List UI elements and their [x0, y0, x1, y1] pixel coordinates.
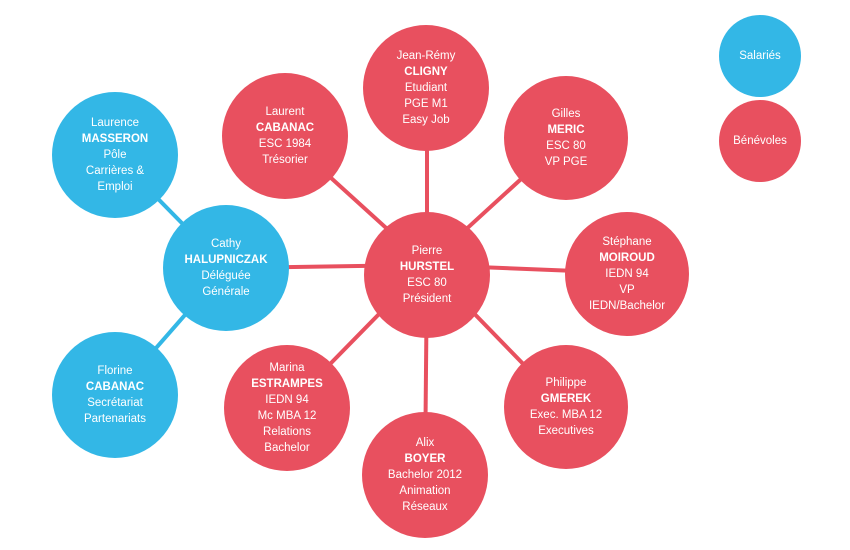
last-name: MERIC — [547, 124, 585, 136]
node-gmerek: Philippe GMEREK Exec. MBA 12 Executives — [504, 345, 628, 469]
first-name: Cathy — [210, 238, 242, 250]
detail-line: Executives — [538, 425, 594, 437]
first-name: Florine — [97, 365, 133, 377]
detail-line: Bachelor — [264, 442, 310, 454]
first-name: Laurence — [91, 117, 139, 129]
detail-line: Générale — [202, 286, 250, 298]
detail-line: IEDN 94 — [265, 394, 309, 406]
last-name: CLIGNY — [404, 66, 448, 78]
last-name: ESTRAMPES — [251, 378, 323, 390]
last-name: MOIROUD — [599, 252, 655, 264]
first-name: Jean-Rémy — [396, 50, 456, 62]
detail-line: Etudiant — [404, 82, 448, 94]
detail-line: Easy Job — [402, 114, 450, 126]
node-hurstel: Pierre HURSTEL ESC 80 Président — [364, 212, 490, 338]
detail-line: IEDN/Bachelor — [588, 300, 666, 312]
first-name: Gilles — [551, 108, 581, 120]
last-name: BOYER — [404, 453, 446, 465]
detail-line: Animation — [399, 485, 451, 497]
node-masseron: Laurence MASSERON Pôle Carrières & Emplo… — [52, 92, 178, 218]
detail-line: Bachelor 2012 — [387, 469, 463, 481]
node-meric: Gilles MERIC ESC 80 VP PGE — [504, 76, 628, 200]
detail-line: Pôle — [103, 149, 127, 161]
detail-line: Carrières & — [85, 165, 145, 177]
detail-line: Trésorier — [262, 154, 308, 166]
detail-line: Emploi — [97, 181, 133, 193]
detail-line: PGE M1 — [404, 98, 448, 110]
legend-salaries-label: Salariés — [739, 50, 781, 62]
node-cligny: Jean-Rémy CLIGNY Etudiant PGE M1 Easy Jo… — [363, 25, 489, 151]
first-name: Stéphane — [602, 236, 652, 248]
node-cabanac-laurent: Laurent CABANAC ESC 1984 Trésorier — [222, 73, 348, 199]
last-name: HALUPNICZAK — [184, 254, 268, 266]
first-name: Laurent — [265, 106, 305, 118]
first-name: Philippe — [545, 377, 587, 389]
last-name: MASSERON — [81, 133, 149, 145]
detail-line: ESC 80 — [407, 277, 447, 289]
legend-benevoles-label: Bénévoles — [733, 135, 787, 147]
detail-line: ESC 80 — [546, 140, 586, 152]
detail-line: ESC 1984 — [258, 138, 312, 150]
detail-line: VP PGE — [544, 156, 588, 168]
detail-line: Secrétariat — [87, 397, 143, 409]
detail-line: Réseaux — [402, 501, 448, 513]
detail-line: Exec. MBA 12 — [529, 409, 603, 421]
detail-line: Relations — [263, 426, 311, 438]
detail-line: IEDN 94 — [605, 268, 649, 280]
detail-line: VP — [619, 284, 635, 296]
node-boyer: Alix BOYER Bachelor 2012 Animation Résea… — [362, 412, 488, 538]
node-halupniczak: Cathy HALUPNICZAK Déléguée Générale — [163, 205, 289, 331]
node-estrampes: Marina ESTRAMPES IEDN 94 Mc MBA 12 Relat… — [224, 345, 350, 471]
node-moiroud: Stéphane MOIROUD IEDN 94 VP IEDN/Bachelo… — [565, 212, 689, 336]
detail-line: Déléguée — [201, 270, 251, 282]
first-name: Pierre — [411, 245, 443, 257]
detail-line: Président — [402, 293, 452, 305]
detail-line: Mc MBA 12 — [257, 410, 317, 422]
last-name: HURSTEL — [399, 261, 455, 273]
detail-line: Partenariats — [83, 413, 146, 425]
first-name: Marina — [269, 362, 305, 374]
last-name: CABANAC — [255, 122, 315, 134]
last-name: CABANAC — [85, 381, 145, 393]
last-name: GMEREK — [540, 393, 592, 405]
legend-salaries: Salariés — [719, 15, 801, 97]
legend-benevoles: Bénévoles — [719, 100, 801, 182]
node-cabanac-florine: Florine CABANAC Secrétariat Partenariats — [52, 332, 178, 458]
first-name: Alix — [415, 437, 435, 449]
